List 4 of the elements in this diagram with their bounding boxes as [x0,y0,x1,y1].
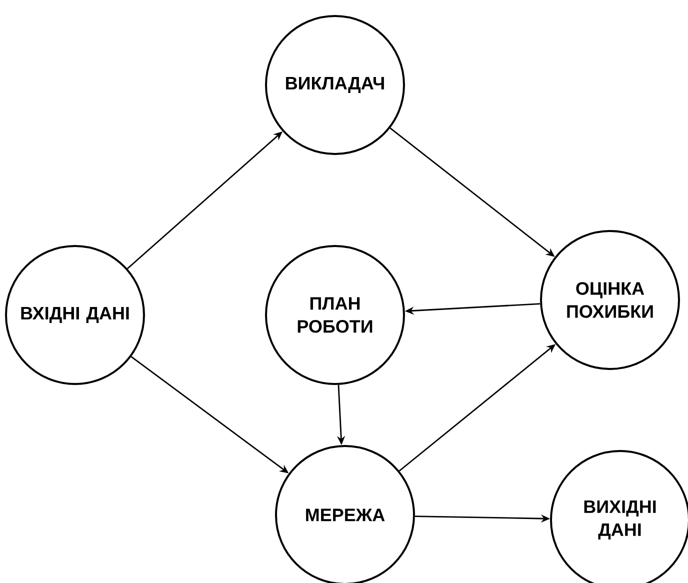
circle-node: ОЦІНКА ПОХИБКИ [540,230,680,370]
circle-node: ПЛАН РОБОТИ [265,245,405,385]
circle-node: ВХІДНІ ДАНІ [5,245,145,385]
circle-node: ВИКЛАДАЧ [265,15,405,155]
